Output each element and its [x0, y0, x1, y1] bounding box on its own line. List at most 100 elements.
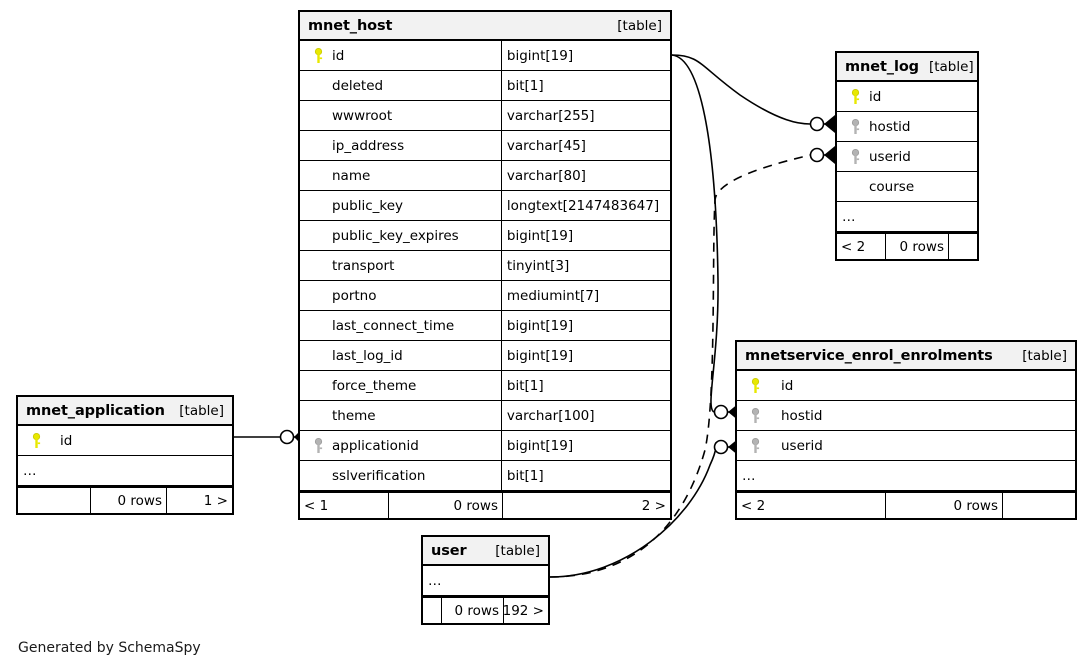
- table-node-user[interactable]: user [table] … 0 rows 192 >: [421, 535, 550, 625]
- column-name: …: [428, 572, 443, 589]
- table-row[interactable]: last_connect_time bigint[19]: [300, 311, 670, 341]
- column-type: varchar[80]: [500, 161, 670, 190]
- table-row[interactable]: public_key_expires bigint[19]: [300, 221, 670, 251]
- table-header-mnetservice_enrol_enrolments: mnetservice_enrol_enrolments [table]: [737, 342, 1075, 371]
- column-name: hostid: [869, 118, 911, 135]
- column-name: userid: [869, 148, 911, 165]
- table-row[interactable]: hostid: [737, 401, 1075, 431]
- column-name: userid: [781, 437, 823, 454]
- prev-page-link[interactable]: < 2: [841, 238, 866, 255]
- column-type: tinyint[3]: [500, 251, 670, 280]
- table-row[interactable]: deleted bit[1]: [300, 71, 670, 101]
- table-row[interactable]: userid: [737, 431, 1075, 461]
- primary-key-icon: [306, 47, 330, 64]
- table-row[interactable]: theme varchar[100]: [300, 401, 670, 431]
- prev-page-link[interactable]: < 2: [741, 497, 766, 514]
- table-node-mnet_log[interactable]: mnet_log [table] id hostid: [835, 51, 979, 261]
- column-name: …: [842, 208, 857, 225]
- table-row-more[interactable]: …: [837, 202, 977, 232]
- prev-page-link[interactable]: [18, 488, 90, 513]
- column-name: …: [23, 462, 38, 479]
- edge-mnet_host-to-mnetservice-hostid: [671, 54, 719, 413]
- row-count-label: 0 rows: [441, 598, 503, 623]
- table-kind-label: [table]: [617, 17, 662, 34]
- column-type: bigint[19]: [500, 41, 670, 70]
- column-name: last_log_id: [332, 347, 403, 364]
- primary-key-icon: [743, 377, 767, 394]
- generated-by-credit: Generated by SchemaSpy: [18, 640, 201, 656]
- table-header-mnet_log: mnet_log [table]: [837, 53, 977, 82]
- table-kind-label: [table]: [928, 58, 974, 75]
- table-row[interactable]: id: [18, 426, 232, 456]
- table-footer-mnetservice_enrol_enrolments: < 2 0 rows: [737, 491, 1075, 518]
- table-kind-label: [table]: [1022, 347, 1067, 364]
- table-node-mnetservice_enrol_enrolments[interactable]: mnetservice_enrol_enrolments [table] id …: [735, 340, 1077, 520]
- next-page-link[interactable]: 2 >: [502, 493, 670, 518]
- table-row[interactable]: id: [737, 371, 1075, 401]
- table-row[interactable]: id: [837, 82, 977, 112]
- table-node-mnet_application[interactable]: mnet_application [table] id … 0 rows 1 >: [16, 395, 234, 515]
- foreign-key-icon: [843, 118, 867, 135]
- column-type: bigint[19]: [500, 311, 670, 340]
- table-title: mnet_application: [26, 402, 165, 419]
- table-footer-mnet_application: 0 rows 1 >: [18, 486, 232, 513]
- table-row-more[interactable]: …: [18, 456, 232, 486]
- table-title: mnet_log: [845, 58, 919, 75]
- table-row[interactable]: course: [837, 172, 977, 202]
- table-row[interactable]: ip_address varchar[45]: [300, 131, 670, 161]
- row-count-label: 0 rows: [885, 234, 948, 259]
- table-row[interactable]: force_theme bit[1]: [300, 371, 670, 401]
- column-name: id: [60, 432, 73, 449]
- column-name: name: [332, 167, 371, 184]
- table-row[interactable]: applicationid bigint[19]: [300, 431, 670, 461]
- column-name: id: [781, 377, 794, 394]
- next-page-link[interactable]: 1 >: [166, 488, 232, 513]
- table-row[interactable]: last_log_id bigint[19]: [300, 341, 670, 371]
- table-row-more[interactable]: …: [737, 461, 1075, 491]
- column-type: bit[1]: [500, 461, 670, 490]
- table-row[interactable]: sslverification bit[1]: [300, 461, 670, 491]
- table-row[interactable]: wwwroot varchar[255]: [300, 101, 670, 131]
- table-row[interactable]: hostid: [837, 112, 977, 142]
- table-row[interactable]: portno mediumint[7]: [300, 281, 670, 311]
- table-title: user: [431, 542, 467, 559]
- table-header-user: user [table]: [423, 537, 548, 566]
- column-name: id: [332, 47, 345, 64]
- table-row-more[interactable]: …: [423, 566, 548, 596]
- next-page-link[interactable]: [1002, 493, 1075, 518]
- table-node-mnet_host[interactable]: mnet_host [table] id bigint[19] deleted …: [298, 10, 672, 520]
- column-name: public_key_expires: [332, 227, 459, 244]
- foreign-key-icon: [843, 148, 867, 165]
- column-name: hostid: [781, 407, 823, 424]
- table-row[interactable]: public_key longtext[2147483647]: [300, 191, 670, 221]
- table-row[interactable]: userid: [837, 142, 977, 172]
- table-row[interactable]: id bigint[19]: [300, 41, 670, 71]
- table-header-mnet_host: mnet_host [table]: [300, 12, 670, 41]
- table-footer-user: 0 rows 192 >: [423, 596, 548, 623]
- prev-page-link[interactable]: [423, 598, 441, 623]
- column-name: …: [742, 467, 757, 484]
- column-name: sslverification: [332, 467, 426, 484]
- table-footer-mnet_log: < 2 0 rows: [837, 232, 977, 259]
- column-name: ip_address: [332, 137, 405, 154]
- column-type: bigint[19]: [500, 221, 670, 250]
- table-title: mnetservice_enrol_enrolments: [745, 347, 993, 364]
- next-page-link[interactable]: 192 >: [503, 598, 548, 623]
- table-row[interactable]: transport tinyint[3]: [300, 251, 670, 281]
- foreign-key-icon: [306, 437, 330, 454]
- edge-mnet_host-to-mnet_log-hostid: [671, 54, 811, 125]
- column-type: bit[1]: [500, 71, 670, 100]
- primary-key-icon: [24, 432, 48, 449]
- column-name: applicationid: [332, 437, 419, 454]
- column-name: transport: [332, 257, 395, 274]
- column-type: bigint[19]: [500, 431, 670, 460]
- column-name: id: [869, 88, 882, 105]
- column-name: theme: [332, 407, 376, 424]
- table-row[interactable]: name varchar[80]: [300, 161, 670, 191]
- column-name: last_connect_time: [332, 317, 455, 334]
- next-page-link[interactable]: [948, 234, 977, 259]
- prev-page-link[interactable]: < 1: [304, 497, 329, 514]
- column-name: public_key: [332, 197, 404, 214]
- row-count-label: 0 rows: [885, 493, 1002, 518]
- column-name: portno: [332, 287, 377, 304]
